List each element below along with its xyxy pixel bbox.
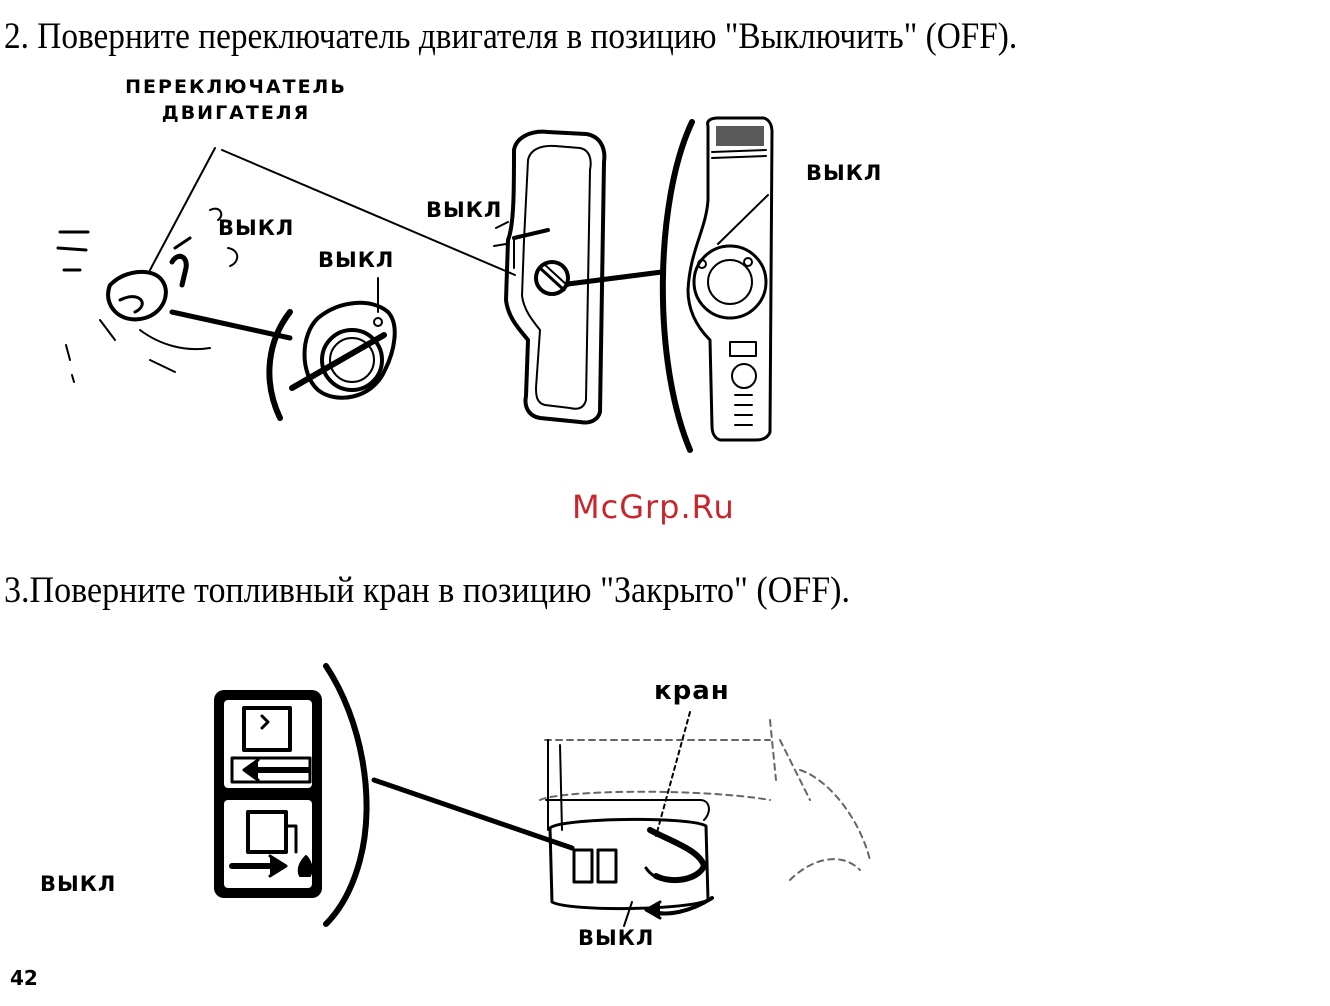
fuel-valve-illustration	[0, 640, 1330, 960]
watermark: McGrp.Ru	[572, 488, 735, 526]
engine-switch-illustration	[0, 0, 1330, 470]
step-3-instruction: 3.Поверните топливный кран в позицию "За…	[4, 572, 850, 609]
page-number: 42	[10, 966, 38, 990]
